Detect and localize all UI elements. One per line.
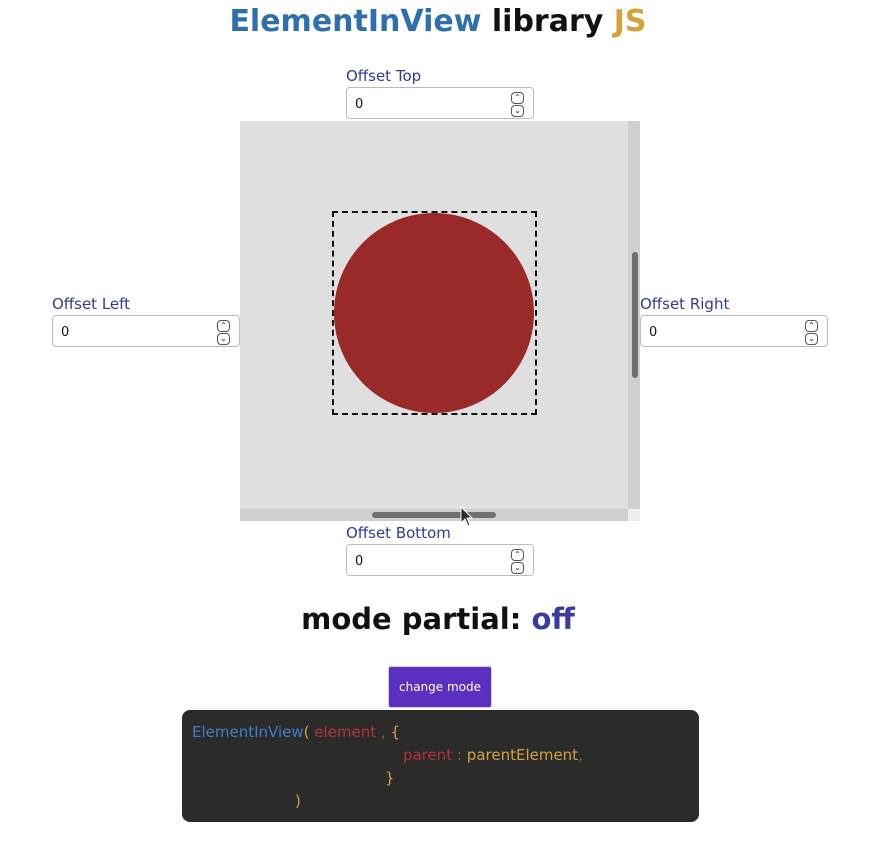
title-js: JS	[613, 4, 647, 39]
mouse-cursor-icon	[460, 506, 474, 527]
page-title: ElementInView library JS	[0, 2, 876, 42]
offset-right-spinner[interactable]: ⌃ ⌄	[805, 320, 818, 345]
offset-top-field[interactable]: ⌃ ⌄	[346, 87, 534, 119]
code-key: parent	[403, 746, 453, 764]
title-library-name: ElementInView	[229, 4, 482, 39]
mode-status: mode partial: off	[0, 602, 876, 636]
code-close-paren: )	[295, 792, 301, 810]
offset-left-spinner[interactable]: ⌃ ⌄	[217, 320, 230, 345]
horizontal-scrollbar-thumb[interactable]	[372, 512, 496, 518]
spin-down-icon[interactable]: ⌄	[805, 333, 818, 345]
vertical-scrollbar[interactable]	[628, 121, 640, 509]
code-close-brace: }	[385, 769, 395, 787]
code-comma: ,	[380, 723, 386, 741]
spin-down-icon[interactable]: ⌄	[511, 562, 524, 574]
code-line-3: }	[385, 768, 395, 788]
mode-state: off	[531, 602, 575, 636]
offset-left-field[interactable]: ⌃ ⌄	[52, 315, 240, 347]
mode-label: mode partial:	[301, 602, 522, 636]
vertical-scrollbar-thumb[interactable]	[632, 252, 638, 378]
code-trail-comma: ,	[578, 746, 583, 764]
code-function: ElementInView	[192, 723, 304, 741]
spin-up-icon[interactable]: ⌃	[217, 320, 230, 332]
code-value: parentElement	[466, 746, 579, 764]
code-snippet: ElementInView( element , { parent : pare…	[182, 710, 699, 822]
horizontal-scrollbar[interactable]	[240, 509, 628, 521]
spin-up-icon[interactable]: ⌃	[511, 92, 524, 104]
code-open-paren: (	[303, 723, 310, 741]
observed-element-circle	[334, 213, 534, 413]
offset-bottom-spinner[interactable]: ⌃ ⌄	[511, 549, 524, 574]
offset-top-spinner[interactable]: ⌃ ⌄	[511, 92, 524, 117]
scroll-viewport[interactable]	[240, 121, 640, 521]
offset-right-input[interactable]	[649, 322, 789, 342]
code-line-1: ElementInView( element , {	[192, 722, 400, 742]
code-open-brace: {	[390, 723, 401, 741]
offset-bottom-label: Offset Bottom	[346, 524, 451, 542]
offset-left-input[interactable]	[61, 322, 201, 342]
spin-up-icon[interactable]: ⌃	[805, 320, 818, 332]
offset-top-label: Offset Top	[346, 67, 422, 85]
spin-down-icon[interactable]: ⌄	[511, 105, 524, 117]
change-mode-button[interactable]: change mode	[388, 666, 492, 708]
code-colon: :	[456, 746, 463, 764]
scrollbar-corner	[628, 509, 640, 521]
offset-right-field[interactable]: ⌃ ⌄	[640, 315, 828, 347]
spin-up-icon[interactable]: ⌃	[511, 549, 524, 561]
offset-left-label: Offset Left	[52, 295, 131, 313]
observed-element-outline	[332, 211, 537, 415]
offset-bottom-field[interactable]: ⌃ ⌄	[346, 544, 534, 576]
offset-bottom-input[interactable]	[355, 551, 495, 571]
code-line-4: )	[295, 791, 301, 811]
spin-down-icon[interactable]: ⌄	[217, 333, 230, 345]
code-arg: element	[314, 723, 377, 741]
offset-top-input[interactable]	[355, 94, 495, 114]
offset-right-label: Offset Right	[640, 295, 730, 313]
code-line-2: parent : parentElement,	[403, 745, 583, 765]
title-library-word: library	[491, 4, 604, 39]
